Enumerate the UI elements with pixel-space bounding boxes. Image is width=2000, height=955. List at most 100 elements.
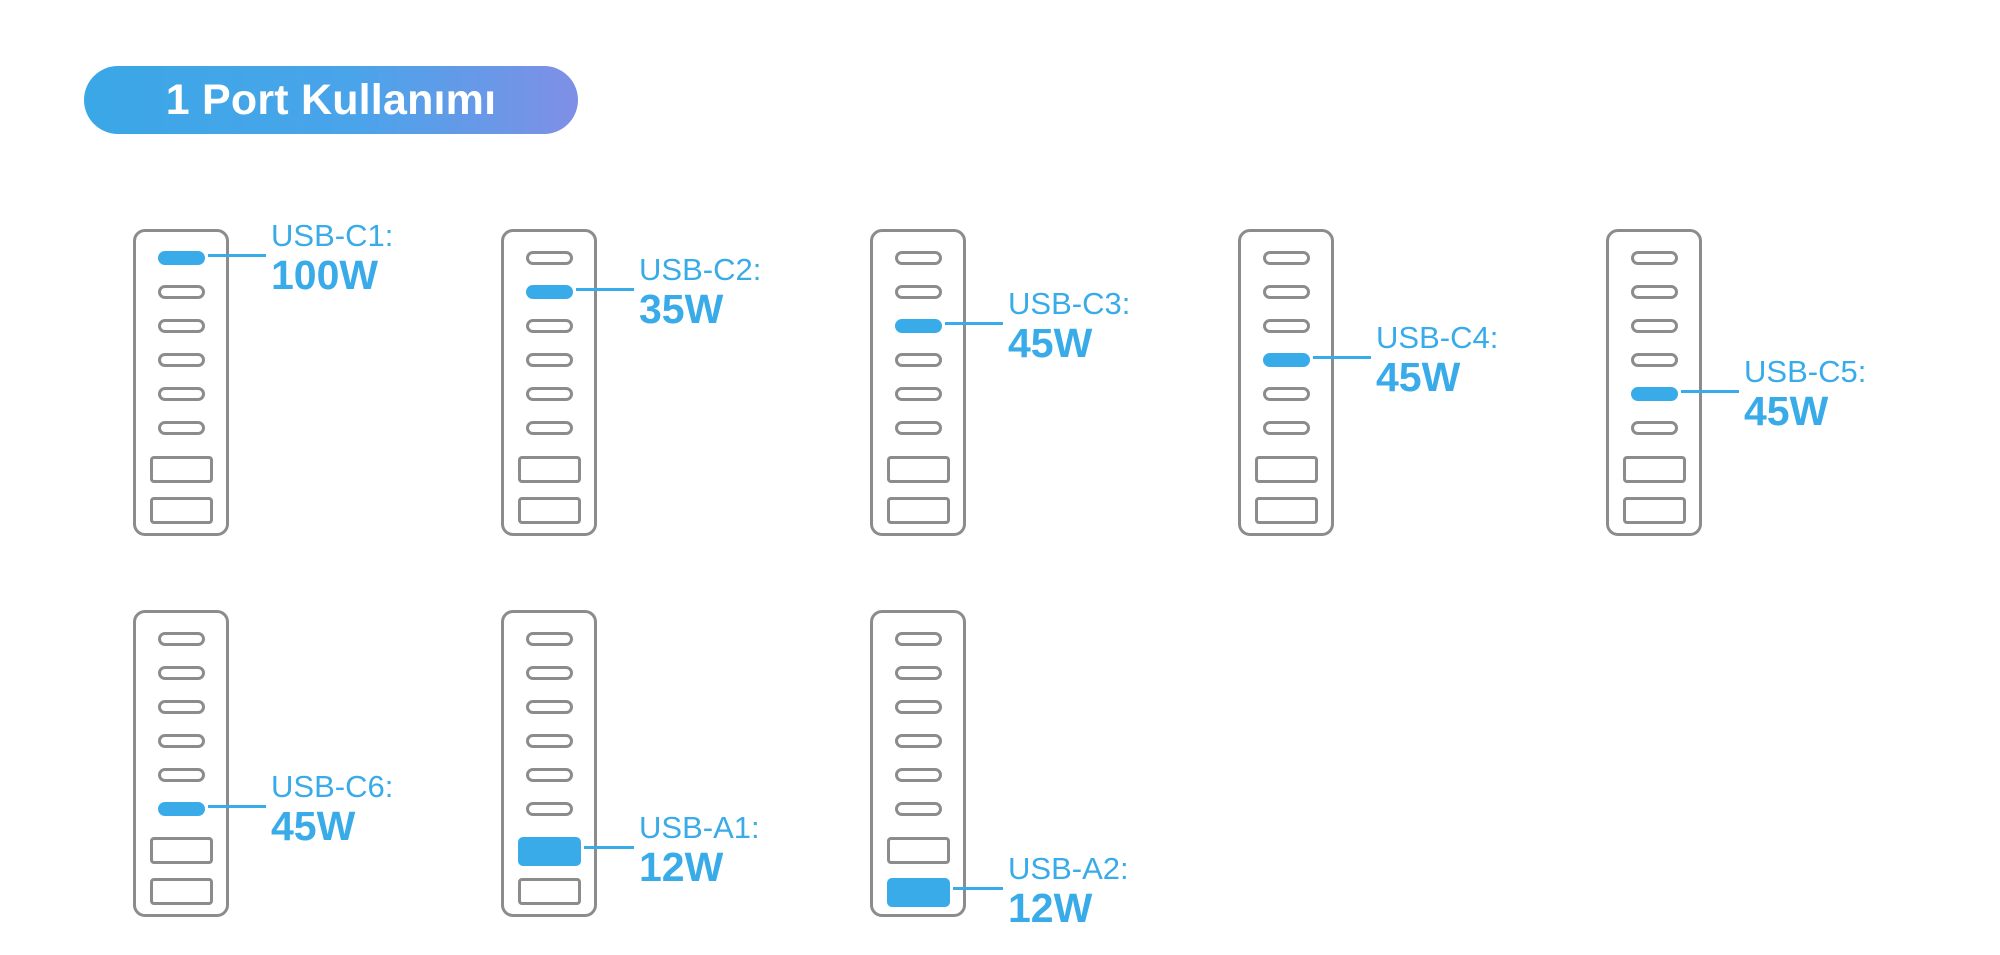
usb-c-port-6 <box>526 802 573 816</box>
usb-c-port-2 <box>895 666 942 680</box>
port-output-label: USB-A1:12W <box>639 810 760 890</box>
usb-a-port-2-active <box>887 878 950 907</box>
usb-c-port-1 <box>895 632 942 646</box>
usb-a-port-2 <box>887 497 950 524</box>
leader-line <box>208 254 266 257</box>
leader-line <box>576 288 634 291</box>
usb-c-port-2 <box>526 666 573 680</box>
usb-c-port-4 <box>158 734 205 748</box>
charger-hub-5 <box>1606 229 1702 536</box>
usb-c-port-3 <box>526 700 573 714</box>
usb-c-port-1 <box>1263 251 1310 265</box>
usb-c-port-1 <box>526 251 573 265</box>
port-output-label: USB-A2:12W <box>1008 851 1129 931</box>
usb-c-port-2-active <box>526 285 573 299</box>
leader-line <box>208 805 266 808</box>
port-wattage: 12W <box>1008 885 1093 931</box>
port-output-label: USB-C6:45W <box>271 769 394 849</box>
usb-c-port-1 <box>158 632 205 646</box>
usb-c-port-6 <box>895 802 942 816</box>
port-wattage: 45W <box>1376 354 1461 400</box>
usb-c-port-3 <box>158 700 205 714</box>
charger-hub-3 <box>870 229 966 536</box>
usb-a-port-1 <box>150 837 213 864</box>
usb-c-port-3 <box>895 700 942 714</box>
usb-c-port-4 <box>158 353 205 367</box>
usb-c-port-5 <box>895 387 942 401</box>
port-output-label: USB-C2:35W <box>639 252 762 332</box>
port-name: USB-C3: <box>1008 286 1131 321</box>
usb-c-port-5 <box>158 387 205 401</box>
port-output-label: USB-C1:100W <box>271 218 394 298</box>
usb-c-port-1 <box>1631 251 1678 265</box>
usb-c-port-3-active <box>895 319 942 333</box>
usb-c-port-6 <box>895 421 942 435</box>
leader-line <box>1681 390 1739 393</box>
port-name: USB-A2: <box>1008 851 1129 886</box>
usb-a-port-1 <box>1255 456 1318 483</box>
usb-c-port-6-active <box>158 802 205 816</box>
usb-c-port-6 <box>526 421 573 435</box>
usb-c-port-5 <box>526 387 573 401</box>
usb-c-port-1-active <box>158 251 205 265</box>
usb-c-port-3 <box>1631 319 1678 333</box>
usb-c-port-3 <box>526 319 573 333</box>
port-name: USB-C2: <box>639 252 762 287</box>
usb-c-port-3 <box>1263 319 1310 333</box>
usb-c-port-5 <box>158 768 205 782</box>
usb-a-port-2 <box>150 497 213 524</box>
port-wattage: 45W <box>1744 388 1829 434</box>
leader-line <box>953 887 1003 890</box>
usb-c-port-6 <box>158 421 205 435</box>
usb-c-port-4-active <box>1263 353 1310 367</box>
port-output-label: USB-C4:45W <box>1376 320 1499 400</box>
usb-a-port-1 <box>887 456 950 483</box>
usb-c-port-5 <box>526 768 573 782</box>
usb-a-port-2 <box>518 878 581 905</box>
usb-c-port-4 <box>895 353 942 367</box>
port-output-label: USB-C5:45W <box>1744 354 1867 434</box>
usb-c-port-4 <box>526 353 573 367</box>
port-wattage: 35W <box>639 286 724 332</box>
usb-c-port-5 <box>1263 387 1310 401</box>
usb-c-port-5-active <box>1631 387 1678 401</box>
charger-hub-2 <box>501 229 597 536</box>
usb-c-port-2 <box>1263 285 1310 299</box>
usb-a-port-1 <box>150 456 213 483</box>
leader-line <box>584 846 634 849</box>
leader-line <box>1313 356 1371 359</box>
usb-c-port-2 <box>158 285 205 299</box>
port-name: USB-C6: <box>271 769 394 804</box>
usb-c-port-2 <box>1631 285 1678 299</box>
usb-a-port-1 <box>518 456 581 483</box>
usb-a-port-1-active <box>518 837 581 866</box>
usb-c-port-6 <box>1631 421 1678 435</box>
usb-c-port-4 <box>526 734 573 748</box>
usb-c-port-4 <box>1631 353 1678 367</box>
charger-hub-1 <box>133 229 229 536</box>
usb-a-port-1 <box>887 837 950 864</box>
charger-hub-4 <box>1238 229 1334 536</box>
usb-c-port-6 <box>1263 421 1310 435</box>
usb-a-port-1 <box>1623 456 1686 483</box>
section-title: 1 Port Kullanımı <box>84 66 578 134</box>
port-name: USB-C1: <box>271 218 394 253</box>
port-wattage: 45W <box>1008 320 1093 366</box>
usb-c-port-4 <box>895 734 942 748</box>
charger-hub-6 <box>133 610 229 917</box>
port-output-label: USB-C3:45W <box>1008 286 1131 366</box>
charger-hub-7 <box>501 610 597 917</box>
leader-line <box>945 322 1003 325</box>
port-wattage: 100W <box>271 252 379 298</box>
charger-hub-8 <box>870 610 966 917</box>
usb-a-port-2 <box>518 497 581 524</box>
port-wattage: 45W <box>271 803 356 849</box>
port-name: USB-C5: <box>1744 354 1867 389</box>
usb-c-port-5 <box>895 768 942 782</box>
port-name: USB-C4: <box>1376 320 1499 355</box>
usb-c-port-3 <box>158 319 205 333</box>
usb-a-port-2 <box>1255 497 1318 524</box>
usb-c-port-2 <box>158 666 205 680</box>
usb-a-port-2 <box>1623 497 1686 524</box>
port-name: USB-A1: <box>639 810 760 845</box>
